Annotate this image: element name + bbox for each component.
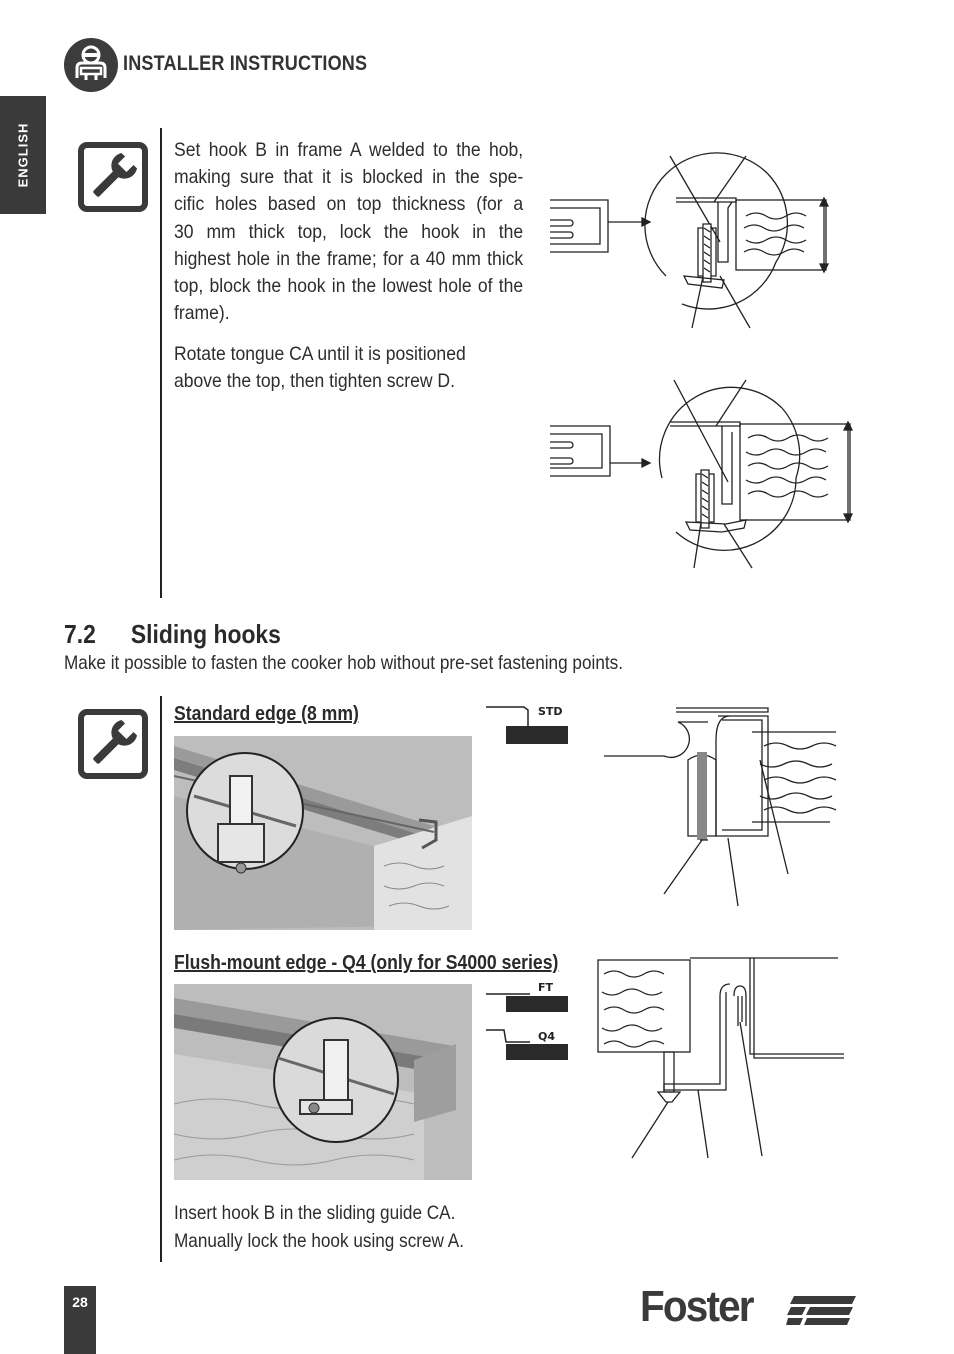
wrench-icon (78, 709, 148, 779)
flush-mount-edge-title: Flush-mount edge - Q4 (only for S4000 se… (174, 952, 559, 974)
hook-diagram-40mm (546, 378, 856, 573)
page-number-tab: 28 (64, 1286, 96, 1354)
page-header-title: INSTALLER INSTRUCTIONS (123, 52, 368, 75)
instruction-line: Manually lock the hook using screw A. (174, 1230, 464, 1252)
ft-profile-icon (486, 980, 568, 1014)
foster-logo-mark (786, 1294, 858, 1326)
step1-paragraph-2: Rotate tongue CA until it is positioned … (174, 341, 480, 395)
flush-mount-edge-photo (174, 984, 472, 1180)
instruction-line: Insert hook B in the sliding guide CA. (174, 1202, 456, 1224)
paragraph-line: 30 mm thick top, lock the hook in the (174, 220, 524, 243)
q4-profile-label: Q4 (538, 1030, 556, 1043)
q4-profile-icon (486, 1026, 568, 1062)
paragraph-line: frame). (174, 302, 230, 325)
paragraph-line: making sure that it is blocked in the sp… (174, 166, 524, 189)
standard-edge-photo (174, 736, 472, 930)
language-tab: ENGLISH (0, 96, 46, 214)
paragraph-line: top, block the hook in the lowest hole o… (174, 275, 524, 298)
standard-edge-diagram (600, 700, 845, 910)
standard-edge-title: Standard edge (8 mm) (174, 703, 359, 725)
installer-person-icon (64, 38, 118, 92)
language-label: ENGLISH (15, 122, 31, 188)
paragraph-line: cific holes based on top thickness (for … (174, 193, 524, 216)
wrench-icon (78, 142, 148, 212)
flush-mount-edge-diagram (594, 952, 848, 1162)
paragraph-line: Rotate tongue CA until it is positioned (174, 343, 466, 365)
section-heading: 7.2 Sliding hooks (64, 619, 281, 650)
step2-divider (160, 696, 162, 1262)
step2-instructions: Insert hook B in the sliding guide CA. M… (174, 1199, 464, 1255)
paragraph-line: Set hook B in frame A welded to the hob, (174, 139, 524, 161)
step1-divider (160, 128, 162, 598)
std-profile-icon (486, 704, 568, 746)
ft-profile-label: FT (538, 981, 554, 994)
paragraph-line: highest hole in the frame; for a 40 mm t… (174, 247, 524, 270)
section-number: 7.2 (64, 619, 96, 649)
std-profile-label: STD (538, 705, 563, 718)
page-number: 28 (72, 1294, 88, 1310)
hook-diagram-30mm (546, 152, 836, 332)
section-intro: Make it possible to fasten the cooker ho… (64, 652, 623, 674)
paragraph-line: above the top, then tighten screw D. (174, 370, 455, 393)
foster-logo-text: Foster (640, 1282, 755, 1331)
section-title: Sliding hooks (130, 619, 281, 649)
step1-paragraph-1: Set hook B in frame A welded to the hob,… (174, 137, 523, 327)
